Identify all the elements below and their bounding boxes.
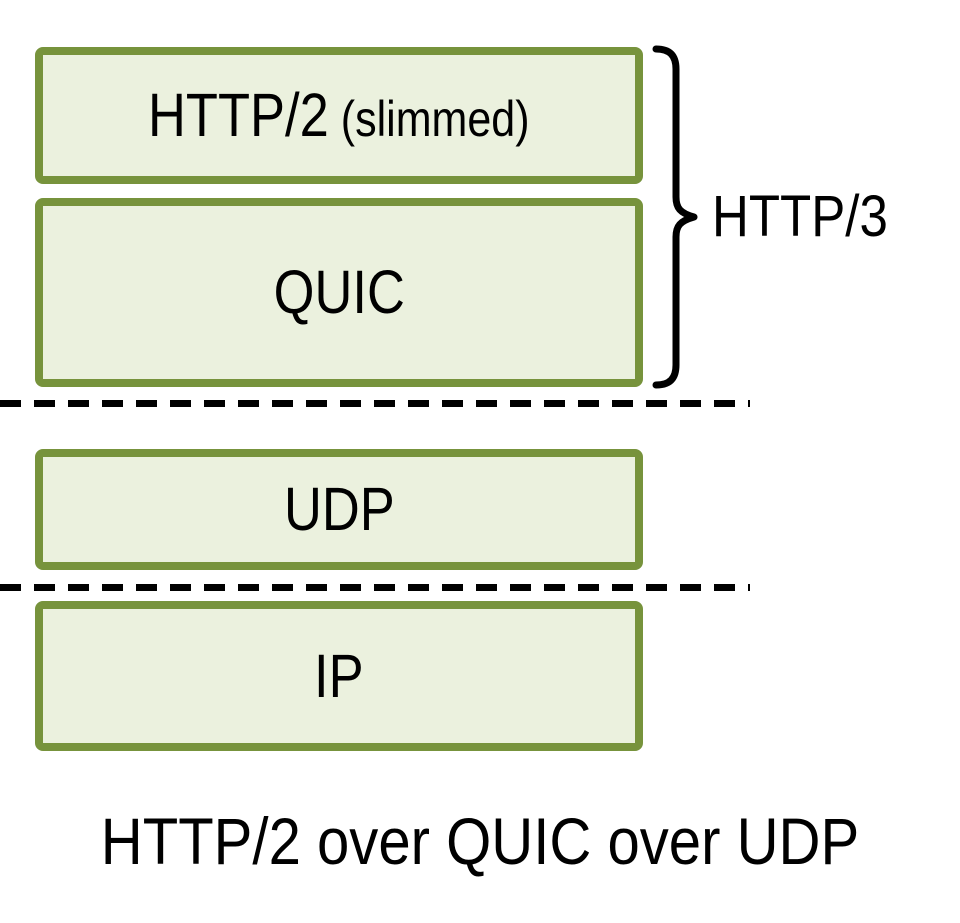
layer-box-ip-text: IP [314,641,364,710]
layer-box-quic: QUIC [35,198,643,387]
dashed-divider-bottom [0,584,750,591]
http2-label: HTTP/2 [148,81,329,149]
quic-label: QUIC [273,258,405,326]
curly-brace-icon [652,45,698,389]
udp-label: UDP [283,475,395,543]
http3-brace-label: HTTP/3 [712,184,888,249]
http2-sublabel: (slimmed) [341,91,530,147]
layer-box-http2: HTTP/2 (slimmed) [35,47,643,184]
ip-label: IP [314,641,364,710]
caption: HTTP/2 over QUIC over UDP [100,804,860,878]
dashed-divider-top [0,400,750,407]
layer-box-udp: UDP [35,449,643,570]
layer-box-quic-text: QUIC [273,262,404,323]
layer-box-udp-text: UDP [284,479,395,540]
layer-box-ip: IP [35,601,643,751]
layer-box-http2-text: HTTP/2 (slimmed) [148,85,529,146]
